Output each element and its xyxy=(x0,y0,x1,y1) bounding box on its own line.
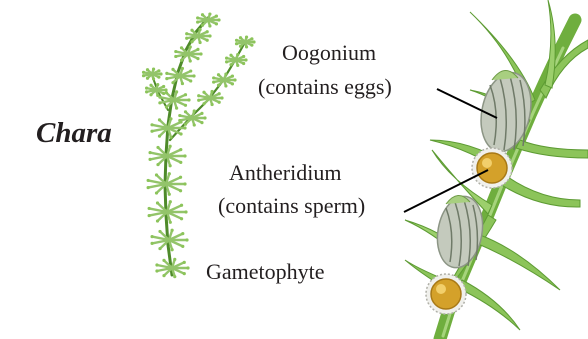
leaf xyxy=(476,235,560,290)
gametophyte-label: Gametophyte xyxy=(206,259,325,285)
branchlet-whorl xyxy=(225,53,248,67)
diagram-title: Chara xyxy=(36,117,112,150)
branchlet-whorl xyxy=(197,90,223,106)
branchlet-whorl xyxy=(196,12,221,27)
gametophyte-plant xyxy=(142,12,256,278)
oogonium-note: (contains eggs) xyxy=(258,74,392,100)
magnified-branch xyxy=(405,0,588,339)
antheridium-upper xyxy=(472,148,512,188)
branchlet-whorl xyxy=(145,83,168,97)
leaf xyxy=(516,140,588,158)
leaf xyxy=(500,175,580,207)
antheridium-label: Antheridium xyxy=(229,160,341,186)
branchlet-whorl xyxy=(178,109,206,126)
branchlet-whorl xyxy=(142,68,163,81)
branchlet-whorl xyxy=(212,72,237,87)
leaf xyxy=(458,280,520,330)
oogonium-label: Oogonium xyxy=(282,40,376,66)
antheridium-note: (contains sperm) xyxy=(218,193,365,219)
branchlet-whorl xyxy=(235,36,256,49)
antheridium-lower xyxy=(426,274,466,314)
